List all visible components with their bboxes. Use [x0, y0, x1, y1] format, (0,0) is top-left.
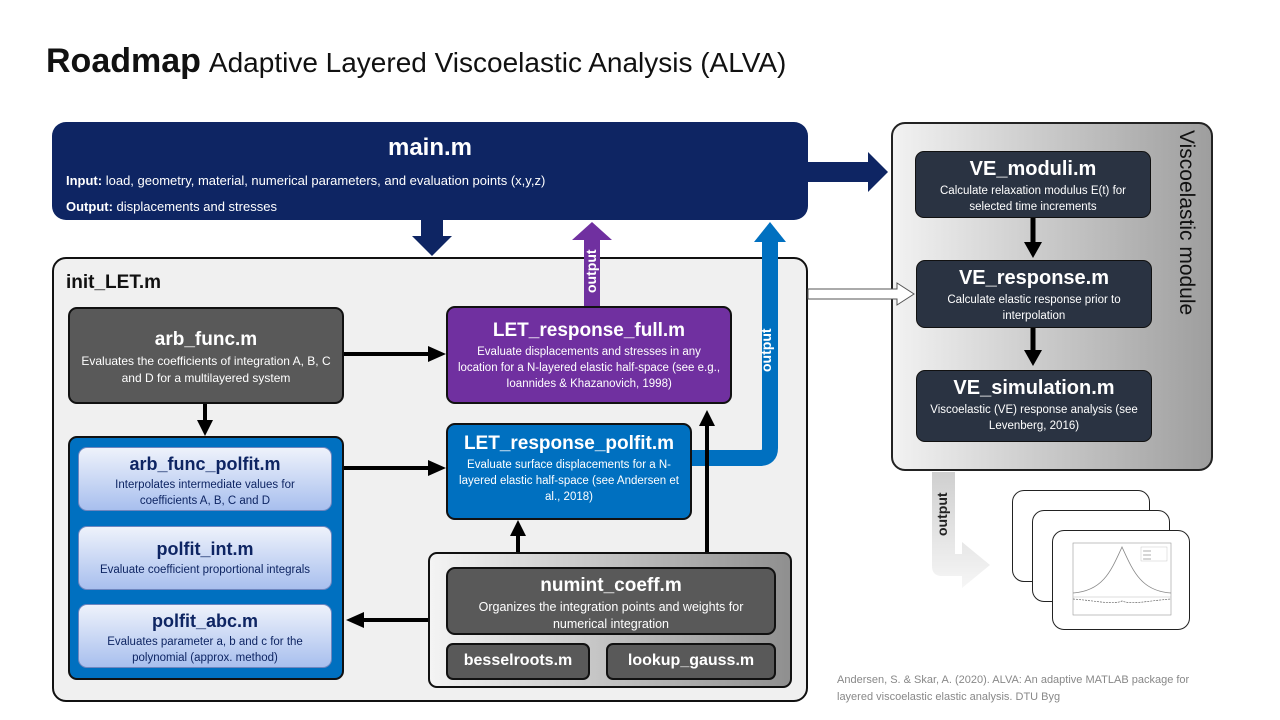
polfit-abc-box: polfit_abc.m Evaluates parameter a, b an…: [78, 604, 332, 668]
let-response-polfit-title: LET_response_polfit.m: [463, 433, 675, 454]
besselroots-box: besselroots.m: [446, 643, 590, 680]
ve-moduli-desc: Calculate relaxation modulus E(t) for se…: [940, 185, 1126, 213]
arb-func-title: arb_func.m: [154, 329, 258, 350]
let-response-polfit-desc: Evaluate surface displacements for a N-l…: [459, 459, 679, 503]
ve-response-box: VE_response.m Calculate elastic response…: [916, 260, 1152, 328]
numint-coeff-box: numint_coeff.m Organizes the integration…: [446, 567, 776, 635]
polfit-int-desc: Evaluate coefficient proportional integr…: [99, 564, 311, 576]
title-bold: Roadmap: [46, 42, 201, 80]
polfit-abc-desc: Evaluates parameter a, b and c for the p…: [107, 636, 303, 664]
arrow-main-to-ve: [808, 152, 888, 192]
arb-func-polfit-box: arb_func_polfit.m Interpolates intermedi…: [78, 447, 332, 511]
ve-moduli-title: VE_moduli.m: [969, 158, 1097, 180]
viscoelastic-module-label: Viscoelastic module: [1175, 130, 1198, 316]
arrow-veresponse-to-vesimulation: [1024, 350, 1042, 366]
ve-moduli-box: VE_moduli.m Calculate relaxation modulus…: [915, 151, 1151, 218]
result-plot-thumbnail: [1072, 542, 1172, 616]
output-label-purple: output: [583, 249, 599, 293]
result-card-front: [1052, 530, 1190, 630]
arrow-arbfunc-to-panel: [197, 420, 213, 436]
main-input-text: load, geometry, material, numerical para…: [105, 173, 546, 188]
ve-simulation-title: VE_simulation.m: [953, 377, 1115, 399]
arrow-numint-to-letfull: [699, 410, 715, 426]
let-response-full-box: LET_response_full.m Evaluate displacemen…: [446, 306, 732, 404]
arb-func-desc: Evaluates the coefficients of integratio…: [81, 354, 331, 385]
arrow-init-to-ve-response: [807, 282, 915, 306]
arrow-purple-output: [572, 222, 612, 306]
init-let-label: init_LET.m: [66, 272, 162, 293]
polfit-abc-title: polfit_abc.m: [151, 611, 258, 631]
ve-response-title: VE_response.m: [958, 267, 1110, 289]
output-label-gray: output: [934, 492, 950, 536]
main-box: main.m Input: load, geometry, material, …: [52, 122, 808, 220]
arrow-gray-output: [932, 472, 990, 588]
polfit-int-title: polfit_int.m: [156, 539, 254, 559]
let-response-full-desc: Evaluate displacements and stresses in a…: [457, 346, 721, 390]
ve-response-desc: Calculate elastic response prior to inte…: [947, 294, 1121, 322]
polfit-int-box: polfit_int.m Evaluate coefficient propor…: [78, 526, 332, 590]
let-response-full-title: LET_response_full.m: [492, 320, 686, 341]
main-output-label: Output:: [66, 199, 113, 214]
main-input-label: Input:: [66, 173, 103, 188]
arrow-numint-to-letpolfit: [510, 520, 526, 536]
main-output-line: Output: displacements and stresses: [66, 199, 277, 214]
arrow-numint-to-polfitabc: [346, 612, 364, 628]
reference-line-2: layered viscoelastic elastic analysis. D…: [837, 691, 1061, 703]
reference-citation: Andersen, S. & Skar, A. (2020). ALVA: An…: [837, 672, 1189, 706]
arrow-panel-to-letpolfit: [428, 460, 446, 476]
arb-func-polfit-title: arb_func_polfit.m: [129, 454, 281, 474]
let-response-polfit-box: LET_response_polfit.m Evaluate surface d…: [446, 423, 692, 520]
main-input-line: Input: load, geometry, material, numeric…: [66, 173, 545, 188]
arb-func-box: arb_func.m Evaluates the coefficients of…: [68, 307, 344, 404]
reference-line-1: Andersen, S. & Skar, A. (2020). ALVA: An…: [837, 674, 1190, 686]
ve-simulation-desc: Viscoelastic (VE) response analysis (see…: [930, 404, 1138, 432]
lookup-gauss-box: lookup_gauss.m: [606, 643, 776, 680]
arrow-blue-output: [692, 240, 778, 466]
arb-func-polfit-desc: Interpolates intermediate values for coe…: [115, 479, 295, 507]
main-output-text: displacements and stresses: [116, 199, 277, 214]
numint-coeff-title: numint_coeff.m: [540, 575, 682, 596]
arrow-vemoduli-to-veresponse: [1024, 242, 1042, 258]
title-subtitle: Adaptive Layered Viscoelastic Analysis (…: [208, 47, 787, 78]
ve-simulation-box: VE_simulation.m Viscoelastic (VE) respon…: [916, 370, 1152, 442]
numint-coeff-desc: Organizes the integration points and wei…: [478, 600, 744, 631]
arrow-main-to-init: [412, 220, 452, 256]
main-title: main.m: [387, 134, 473, 161]
output-label-blue: output: [758, 328, 774, 372]
arrow-arbfunc-to-letfull: [428, 346, 446, 362]
